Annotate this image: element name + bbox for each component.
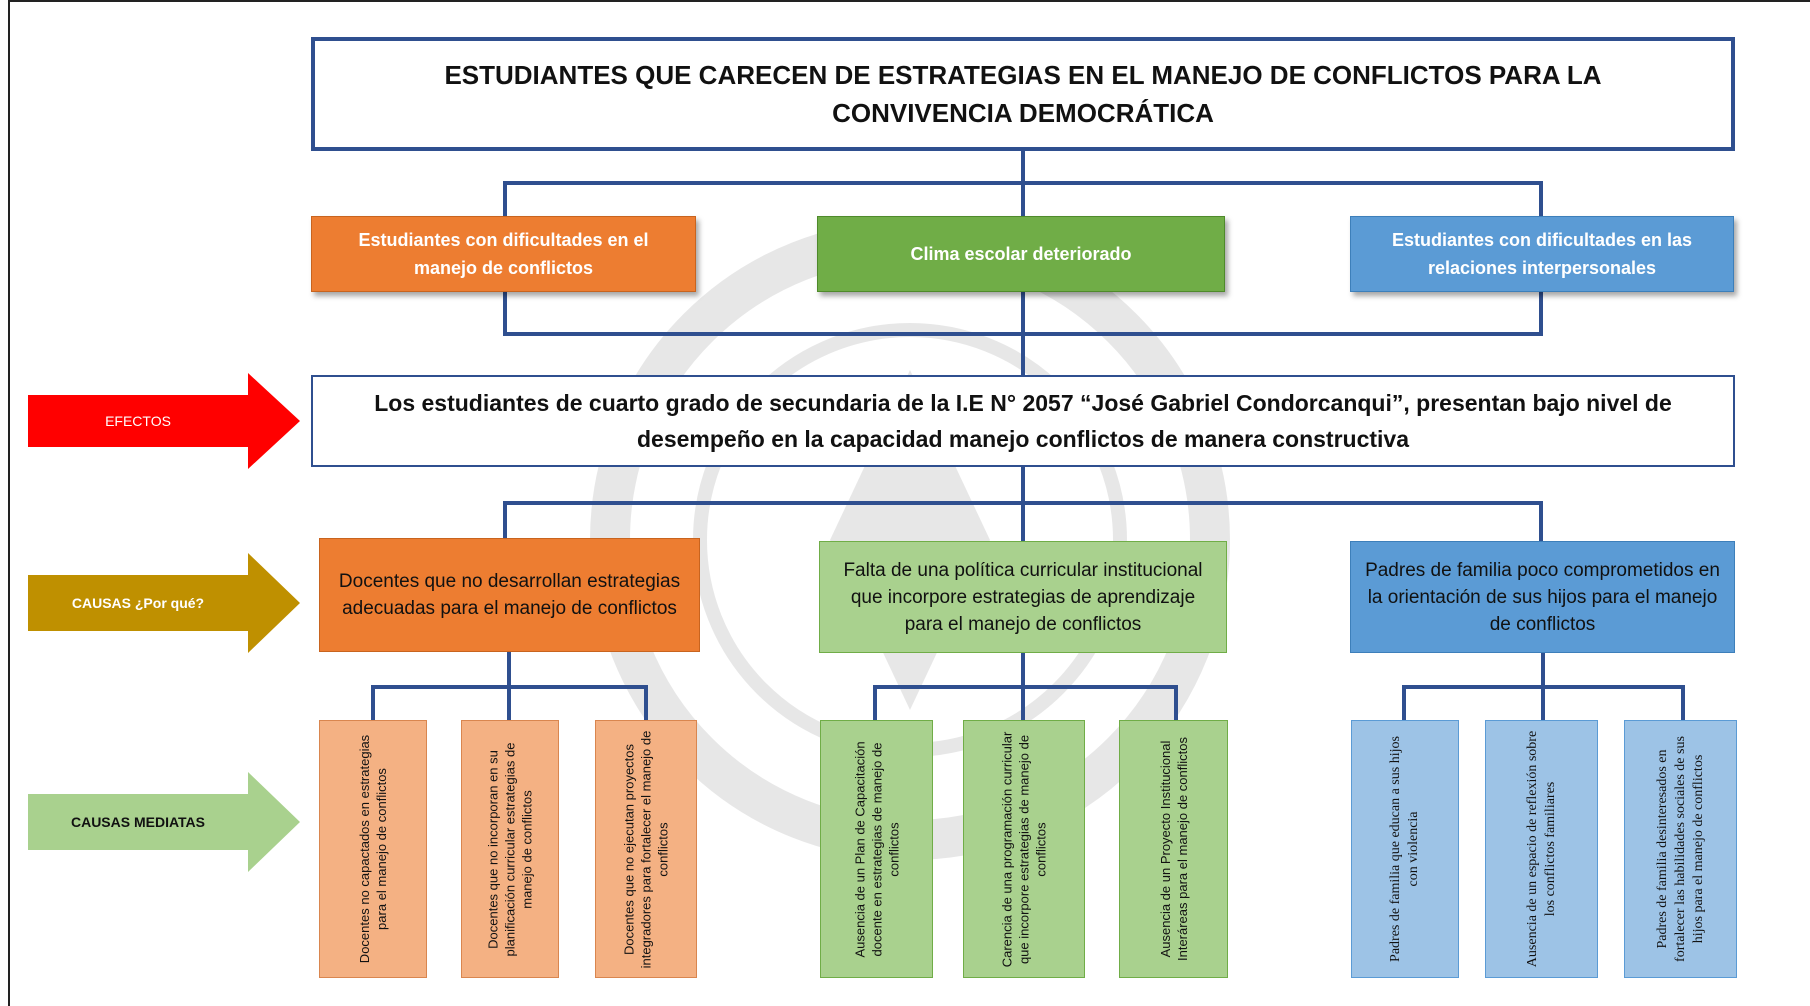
mediate-cause-9: Padres de familia desinteresados en fort…: [1624, 720, 1737, 978]
problem-stem-line: [1021, 467, 1025, 503]
mediate-cause-8: Ausencia de un espacio de reflexión sobr…: [1485, 720, 1598, 978]
mediate-label: CAUSAS MEDIATAS: [70, 814, 206, 830]
mediate-cause-3: Docentes que no ejecutan proyectos integ…: [595, 720, 697, 978]
mediate-arrow: [28, 772, 300, 872]
mediate-center-drop-1: [873, 685, 877, 721]
effects-label: EFECTOS: [105, 413, 171, 429]
mediate-cause-6: Ausencia de un Proyecto Institucional In…: [1119, 720, 1228, 978]
mediate-center-bus: [873, 685, 1178, 689]
mediate-cause-7: Padres de familia que educan a sus hijos…: [1351, 720, 1459, 978]
effects-arrow: [28, 373, 300, 469]
effect-right-rise: [1539, 292, 1543, 335]
mediate-left-drop-1: [371, 685, 375, 721]
cause-center-drop: [1021, 501, 1025, 541]
central-problem: Los estudiantes de cuarto grado de secun…: [311, 375, 1735, 467]
cause-right-drop: [1539, 501, 1543, 541]
mediate-cause-1-text: Docentes no capactados en estrategias pa…: [357, 734, 389, 964]
mediate-cause-4: Ausencia de un Plan de Capacitación doce…: [820, 720, 933, 978]
cause-center-stem: [1021, 653, 1025, 687]
cause-box-2: Falta de una política curricular institu…: [819, 541, 1227, 653]
mediate-cause-5: Carencia de una programación curricular …: [963, 720, 1085, 978]
diagram-title: ESTUDIANTES QUE CARECEN DE ESTRATEGIAS E…: [311, 37, 1735, 151]
mediate-cause-2-text: Docentes que no incorporan en su planifi…: [485, 742, 535, 956]
cause-box-1: Docentes que no desarrollan estrategias …: [319, 538, 700, 652]
mediate-cause-4-text: Ausencia de un Plan de Capacitación doce…: [852, 740, 901, 958]
mediate-cause-6-text: Ausencia de un Proyecto Institucional In…: [1157, 737, 1190, 962]
effects-bottom-bus: [503, 332, 1543, 336]
effect-box-2: Clima escolar deteriorado: [817, 216, 1225, 292]
frame-top-border: [8, 0, 1810, 2]
mediate-cause-7-text: Padres de familia que educan a sus hijos…: [1388, 736, 1421, 962]
effect-left-rise: [503, 292, 507, 335]
mediate-cause-1: Docentes no capactados en estrategias pa…: [319, 720, 427, 978]
mediate-right-drop-2: [1541, 685, 1545, 721]
cause-left-stem: [507, 652, 511, 687]
causes-label: CAUSAS ¿Por qué?: [71, 595, 205, 611]
causes-arrow: [28, 553, 300, 653]
cause-left-drop: [503, 501, 507, 538]
effect-center-drop: [1021, 181, 1025, 216]
effect-box-1: Estudiantes con dificultades en el manej…: [311, 216, 696, 292]
mediate-right-drop-3: [1681, 685, 1685, 721]
mediate-center-drop-3: [1174, 685, 1178, 721]
mediate-left-drop-2: [507, 685, 511, 721]
mediate-cause-2: Docentes que no incorporan en su planifi…: [461, 720, 559, 978]
effect-box-3: Estudiantes con dificultades en las rela…: [1350, 216, 1734, 292]
effect-right-drop: [1539, 181, 1543, 216]
title-stem-line: [1021, 151, 1025, 183]
cause-right-stem: [1541, 653, 1545, 687]
mediate-cause-5-text: Carencia de una programación curricular …: [999, 731, 1049, 967]
mediate-left-drop-3: [644, 685, 648, 721]
mediate-center-drop-2: [1021, 685, 1025, 721]
mediate-cause-9-text: Padres de familia desinteresados en fort…: [1654, 736, 1706, 962]
mediate-cause-8-text: Ausencia de un espacio de reflexión sobr…: [1524, 730, 1558, 968]
cause-box-3: Padres de familia poco comprometidos en …: [1350, 541, 1735, 653]
effect-left-drop: [503, 181, 507, 216]
mediate-right-drop-1: [1402, 685, 1406, 721]
mediate-cause-3-text: Docentes que no ejecutan proyectos integ…: [621, 730, 671, 968]
frame-left-border: [8, 0, 10, 1006]
